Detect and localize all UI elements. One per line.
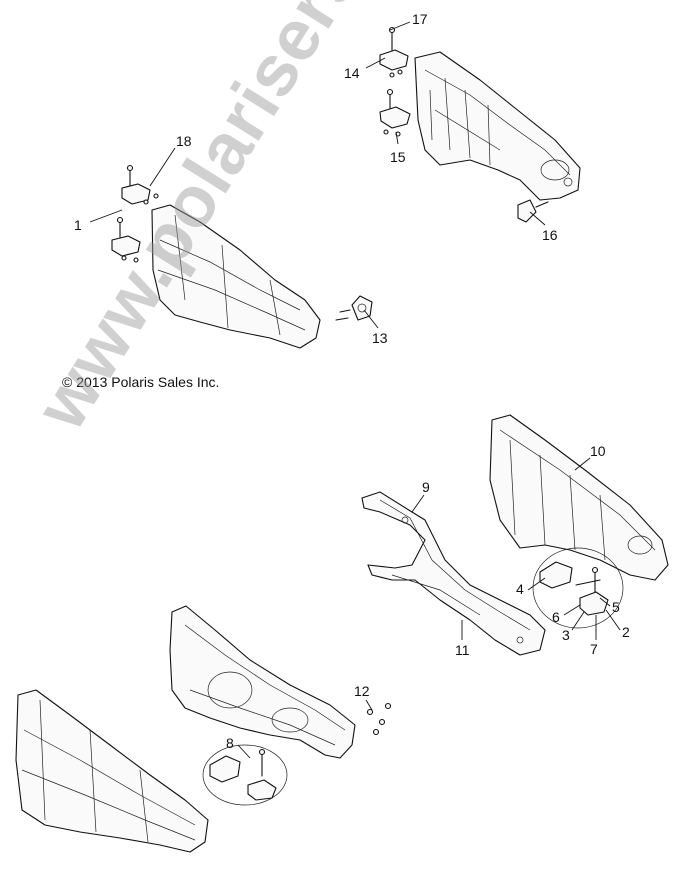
callout-9: 9: [422, 479, 430, 495]
leader-lines: [89, 21, 621, 759]
callout-10: 10: [590, 443, 606, 459]
callout-16: 16: [542, 227, 558, 243]
hinge-lower: [379, 88, 411, 137]
latch-assembly-8: [202, 744, 288, 806]
callout-13: 13: [372, 330, 388, 346]
callout-5: 5: [612, 599, 620, 615]
copyright-notice: © 2013 Polaris Sales Inc.: [62, 374, 220, 390]
callout-17: 17: [412, 11, 428, 27]
callout-7: 7: [590, 641, 598, 657]
hinge-upper: [379, 26, 409, 78]
callout-15: 15: [390, 149, 406, 165]
callout-14: 14: [344, 65, 360, 81]
callout-12: 12: [354, 683, 370, 699]
upper-door-frame: [414, 51, 581, 201]
callout-11: 11: [455, 642, 470, 658]
door-hinges-18: [111, 164, 159, 263]
bolts-12: [366, 702, 392, 736]
latch-assembly: [532, 547, 624, 629]
lower-door-frame: [169, 605, 356, 759]
callout-8: 8: [226, 735, 234, 751]
callout-1: 1: [74, 217, 82, 233]
door-frame-9: [361, 491, 546, 656]
callout-labels: 17 14 15 16 18 1 13 10 9 4 5 6 3 2 7 11 …: [74, 11, 630, 751]
lower-door-panel-10: [489, 414, 669, 581]
upper-door-panel: [151, 204, 321, 349]
striker-13: [335, 295, 373, 321]
lower-door-panel: [15, 689, 209, 853]
callout-2: 2: [622, 624, 630, 640]
callout-3: 3: [562, 627, 570, 643]
callout-4: 4: [516, 581, 524, 597]
callout-6: 6: [552, 609, 560, 625]
callout-18: 18: [176, 133, 192, 149]
latch-plate-16: [517, 199, 549, 223]
